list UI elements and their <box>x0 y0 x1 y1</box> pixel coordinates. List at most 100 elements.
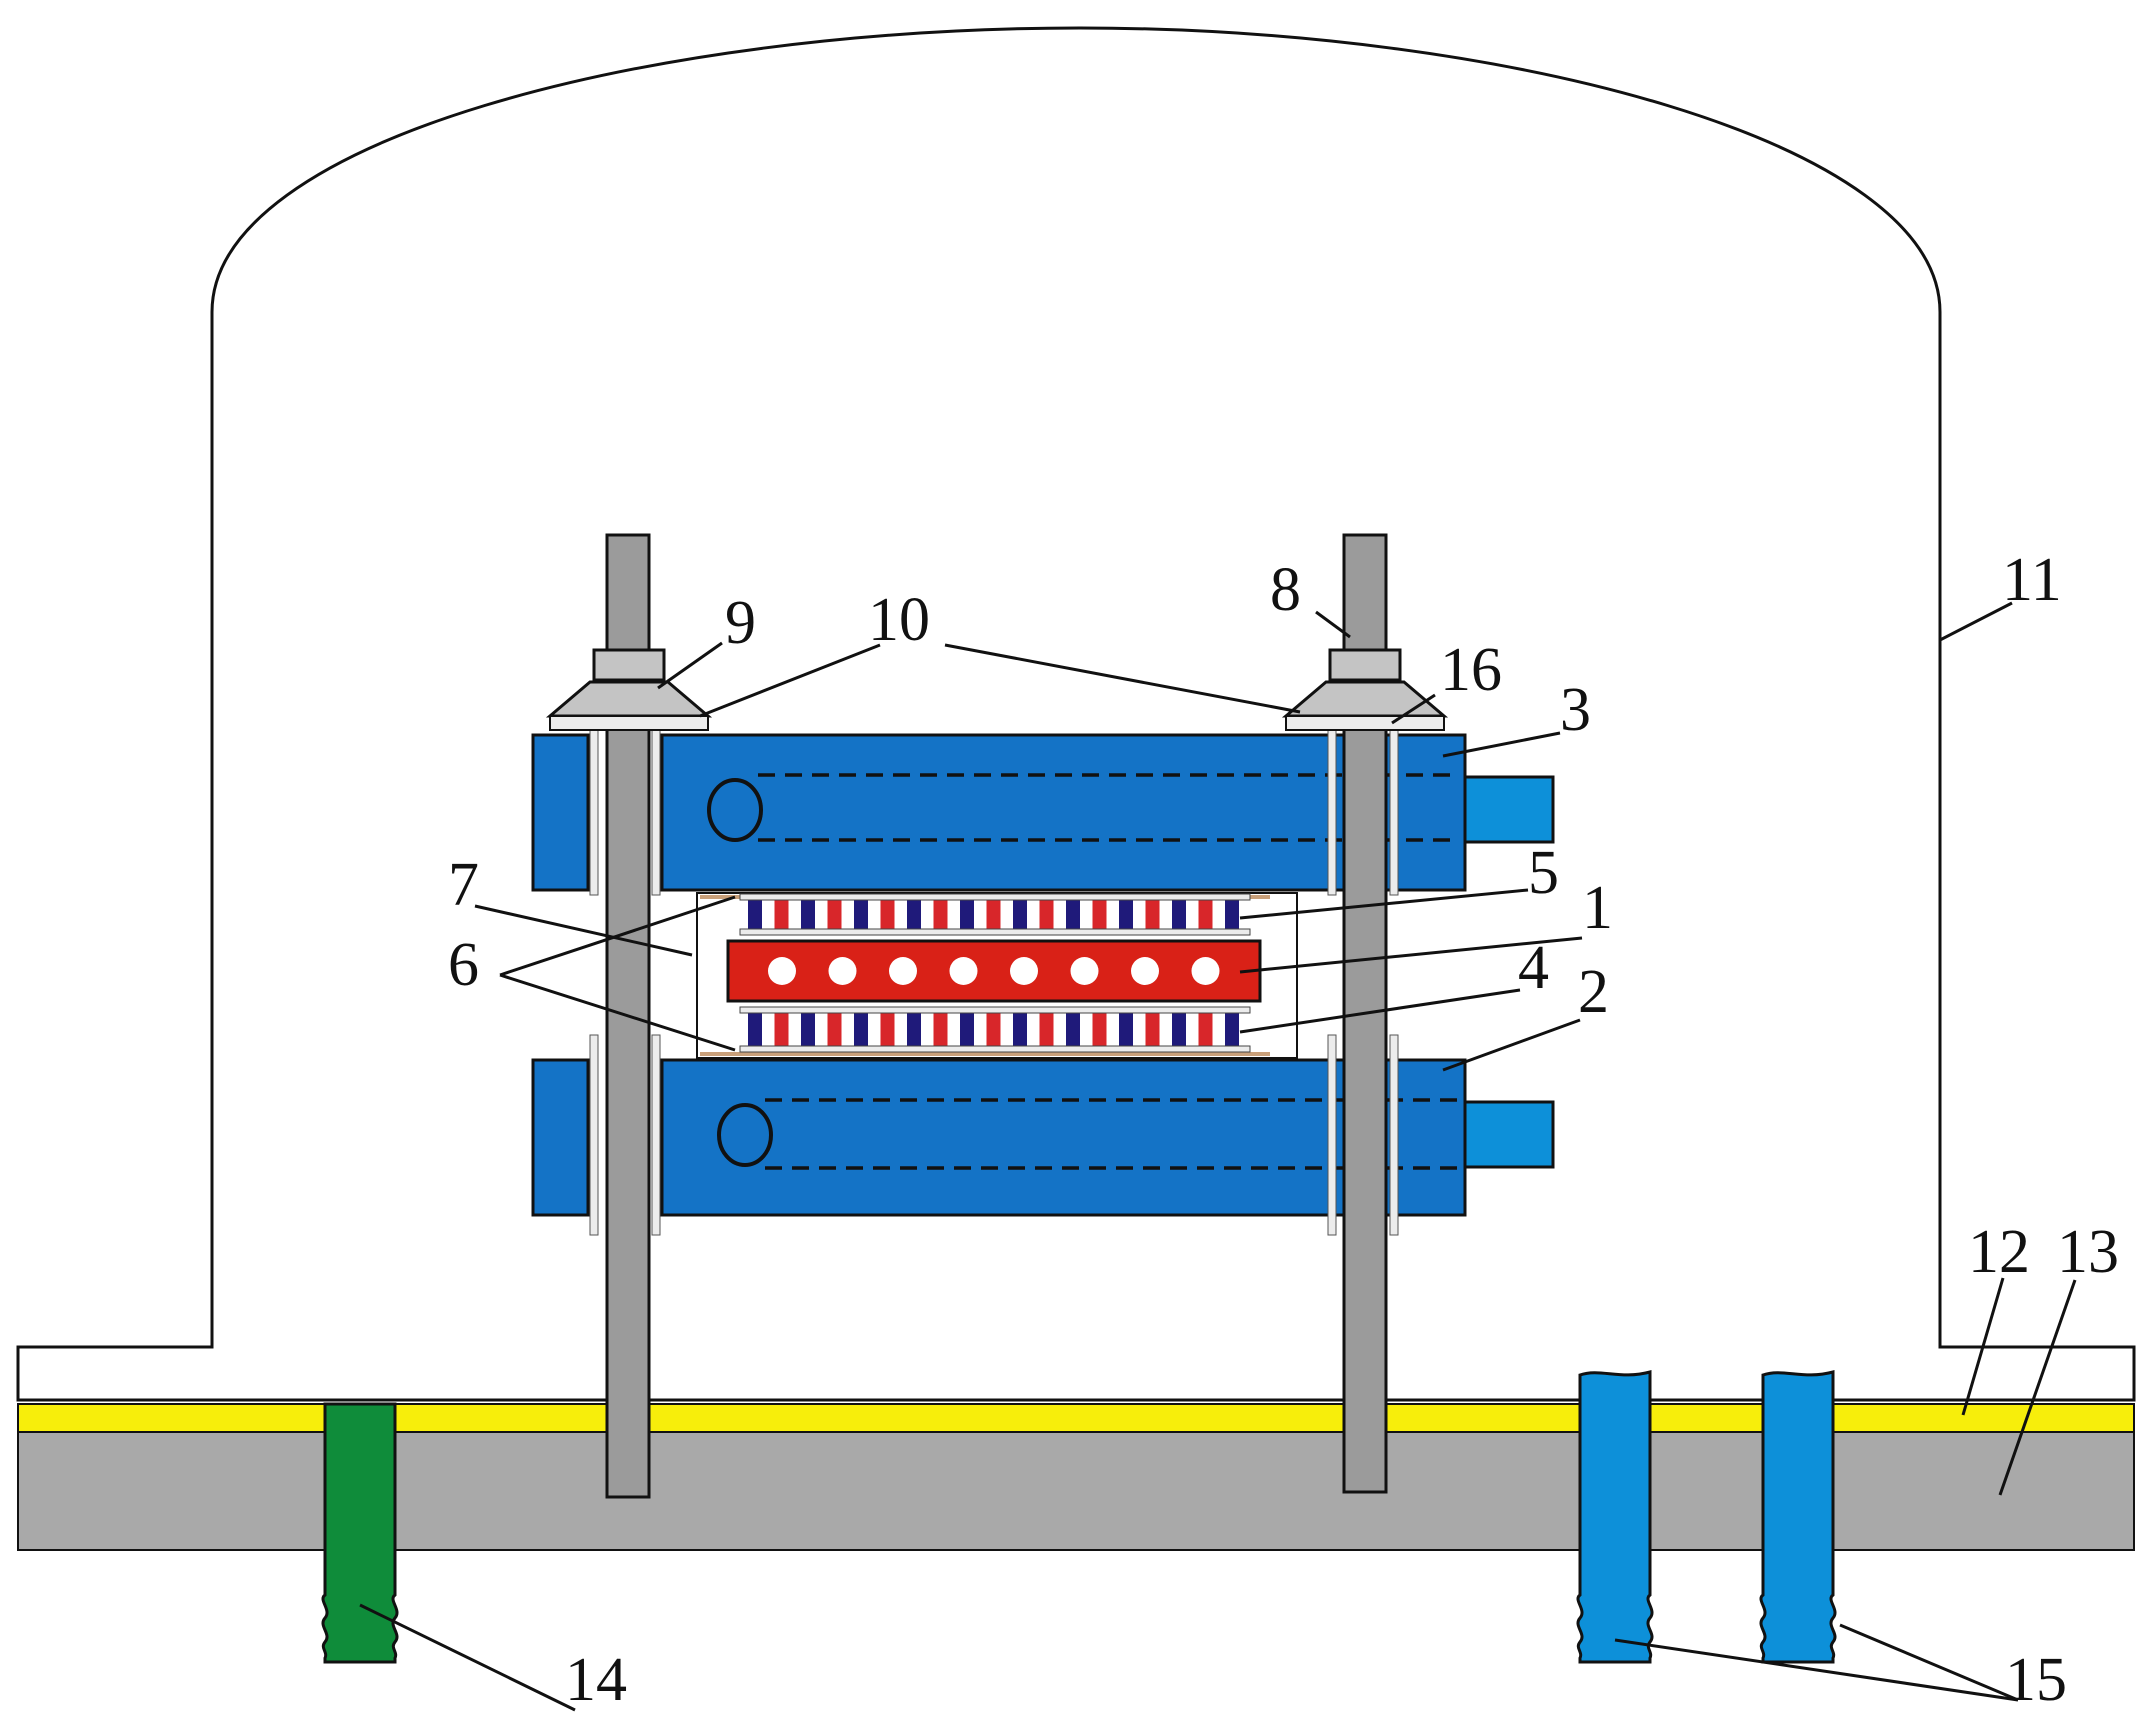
thermo-element <box>774 1013 789 1046</box>
leader-9 <box>657 641 723 690</box>
thermo-element <box>1225 1013 1239 1046</box>
upper-stack-top-plate <box>739 893 1251 901</box>
leader-16 <box>1391 693 1436 725</box>
green-port <box>321 1402 399 1664</box>
lower-channel-port <box>717 1103 773 1167</box>
leader-6a <box>499 895 736 977</box>
thermo-element <box>748 1013 762 1046</box>
heater-holes <box>768 957 1220 985</box>
label-13: 13 <box>2057 1218 2119 1286</box>
thermo-element <box>1066 900 1080 929</box>
leader-8 <box>1315 610 1351 639</box>
upper-thermoelectric-stack <box>748 900 1239 929</box>
lower-thermoelectric-stack <box>748 1013 1239 1046</box>
thermo-element <box>1172 1013 1186 1046</box>
label-9: 9 <box>725 589 756 657</box>
leader-12 <box>1961 1277 2005 1416</box>
upper-stack-bottom-plate <box>739 928 1251 936</box>
thermo-element <box>933 1013 948 1046</box>
leader-1 <box>1239 936 1583 974</box>
thermo-element <box>1039 1013 1054 1046</box>
lower-stack-bottom-plate <box>739 1045 1251 1053</box>
lower-sleeve-left-a <box>589 1034 599 1236</box>
upper-channel-port <box>707 778 763 842</box>
label-7: 7 <box>448 851 479 919</box>
thermo-element <box>827 900 842 929</box>
upper-cooling-plate <box>531 729 1555 896</box>
thermo-element <box>1119 1013 1133 1046</box>
upper-plate-outlet-pipe <box>1463 775 1555 844</box>
thermo-element <box>986 1013 1001 1046</box>
thermo-element <box>1198 900 1213 929</box>
thermo-element <box>774 900 789 929</box>
left-nut-assembly <box>545 648 713 731</box>
heater-hole <box>949 957 978 985</box>
leader-6b <box>499 973 736 1052</box>
lower-sleeve-right-b <box>1389 1034 1399 1236</box>
leader-5 <box>1239 888 1529 920</box>
thermo-element <box>1092 1013 1107 1046</box>
thermo-element <box>880 900 895 929</box>
thermo-element <box>1039 900 1054 929</box>
thermo-element <box>1198 1013 1213 1046</box>
upper-sleeve-left-b <box>651 729 661 896</box>
leader-14 <box>359 1603 576 1712</box>
thermo-element <box>1225 900 1239 929</box>
thermo-element <box>1145 900 1160 929</box>
thermo-element <box>1013 900 1027 929</box>
thermo-element <box>986 900 1001 929</box>
heater-hole <box>1131 957 1159 985</box>
lower-sleeve-right-a <box>1327 1034 1337 1236</box>
blue-port-left <box>1576 1370 1654 1664</box>
heater-hole <box>768 957 796 985</box>
leader-15a <box>1614 1638 2019 1702</box>
lower-stack-top-plate <box>739 1006 1251 1014</box>
label-10: 10 <box>868 586 930 654</box>
label-1: 1 <box>1582 874 1613 942</box>
leader-10a <box>699 643 881 718</box>
thermo-element <box>801 900 815 929</box>
upper-sleeve-right-a <box>1327 729 1337 896</box>
thermo-element <box>748 900 762 929</box>
label-8: 8 <box>1270 556 1301 624</box>
lower-cooling-plate <box>531 1034 1555 1236</box>
right-nut-assembly <box>1281 648 1449 731</box>
right-washer-base <box>1285 715 1445 731</box>
lower-sleeve-left-b <box>651 1034 661 1236</box>
right-nut <box>1328 648 1402 682</box>
lower-plate-left-block <box>531 1058 590 1217</box>
leader-2 <box>1442 1018 1581 1072</box>
thermo-element <box>854 1013 868 1046</box>
thermo-element <box>854 900 868 929</box>
label-2: 2 <box>1578 958 1609 1026</box>
lower-plate-outlet-pipe <box>1463 1100 1555 1169</box>
upper-channel <box>758 773 1460 842</box>
leader-lines <box>359 601 2077 1712</box>
leader-15b <box>1839 1623 2019 1702</box>
leader-7 <box>474 904 693 957</box>
leader-4 <box>1239 988 1521 1034</box>
thermo-element <box>1066 1013 1080 1046</box>
thermo-element <box>827 1013 842 1046</box>
callout-labels: 1 2 3 4 5 6 7 8 9 10 11 12 13 14 15 16 <box>448 546 2119 1714</box>
leader-11 <box>1939 601 2013 642</box>
thermo-element <box>907 1013 921 1046</box>
thermo-element <box>1013 1013 1027 1046</box>
bell-jar-chamber <box>16 26 2136 1402</box>
thermo-element <box>907 900 921 929</box>
label-12: 12 <box>1968 1218 2030 1286</box>
blue-port-right <box>1759 1370 1837 1664</box>
label-4: 4 <box>1518 934 1549 1002</box>
thermo-element <box>960 900 974 929</box>
thermo-element <box>960 1013 974 1046</box>
heater-hole <box>1010 957 1038 985</box>
left-washer-base <box>549 715 709 731</box>
leader-13 <box>1998 1279 2077 1496</box>
label-15: 15 <box>2005 1646 2067 1714</box>
thermo-element <box>1145 1013 1160 1046</box>
leader-3 <box>1442 731 1561 758</box>
label-5: 5 <box>1528 839 1559 907</box>
upper-sleeve-right-b <box>1389 729 1399 896</box>
